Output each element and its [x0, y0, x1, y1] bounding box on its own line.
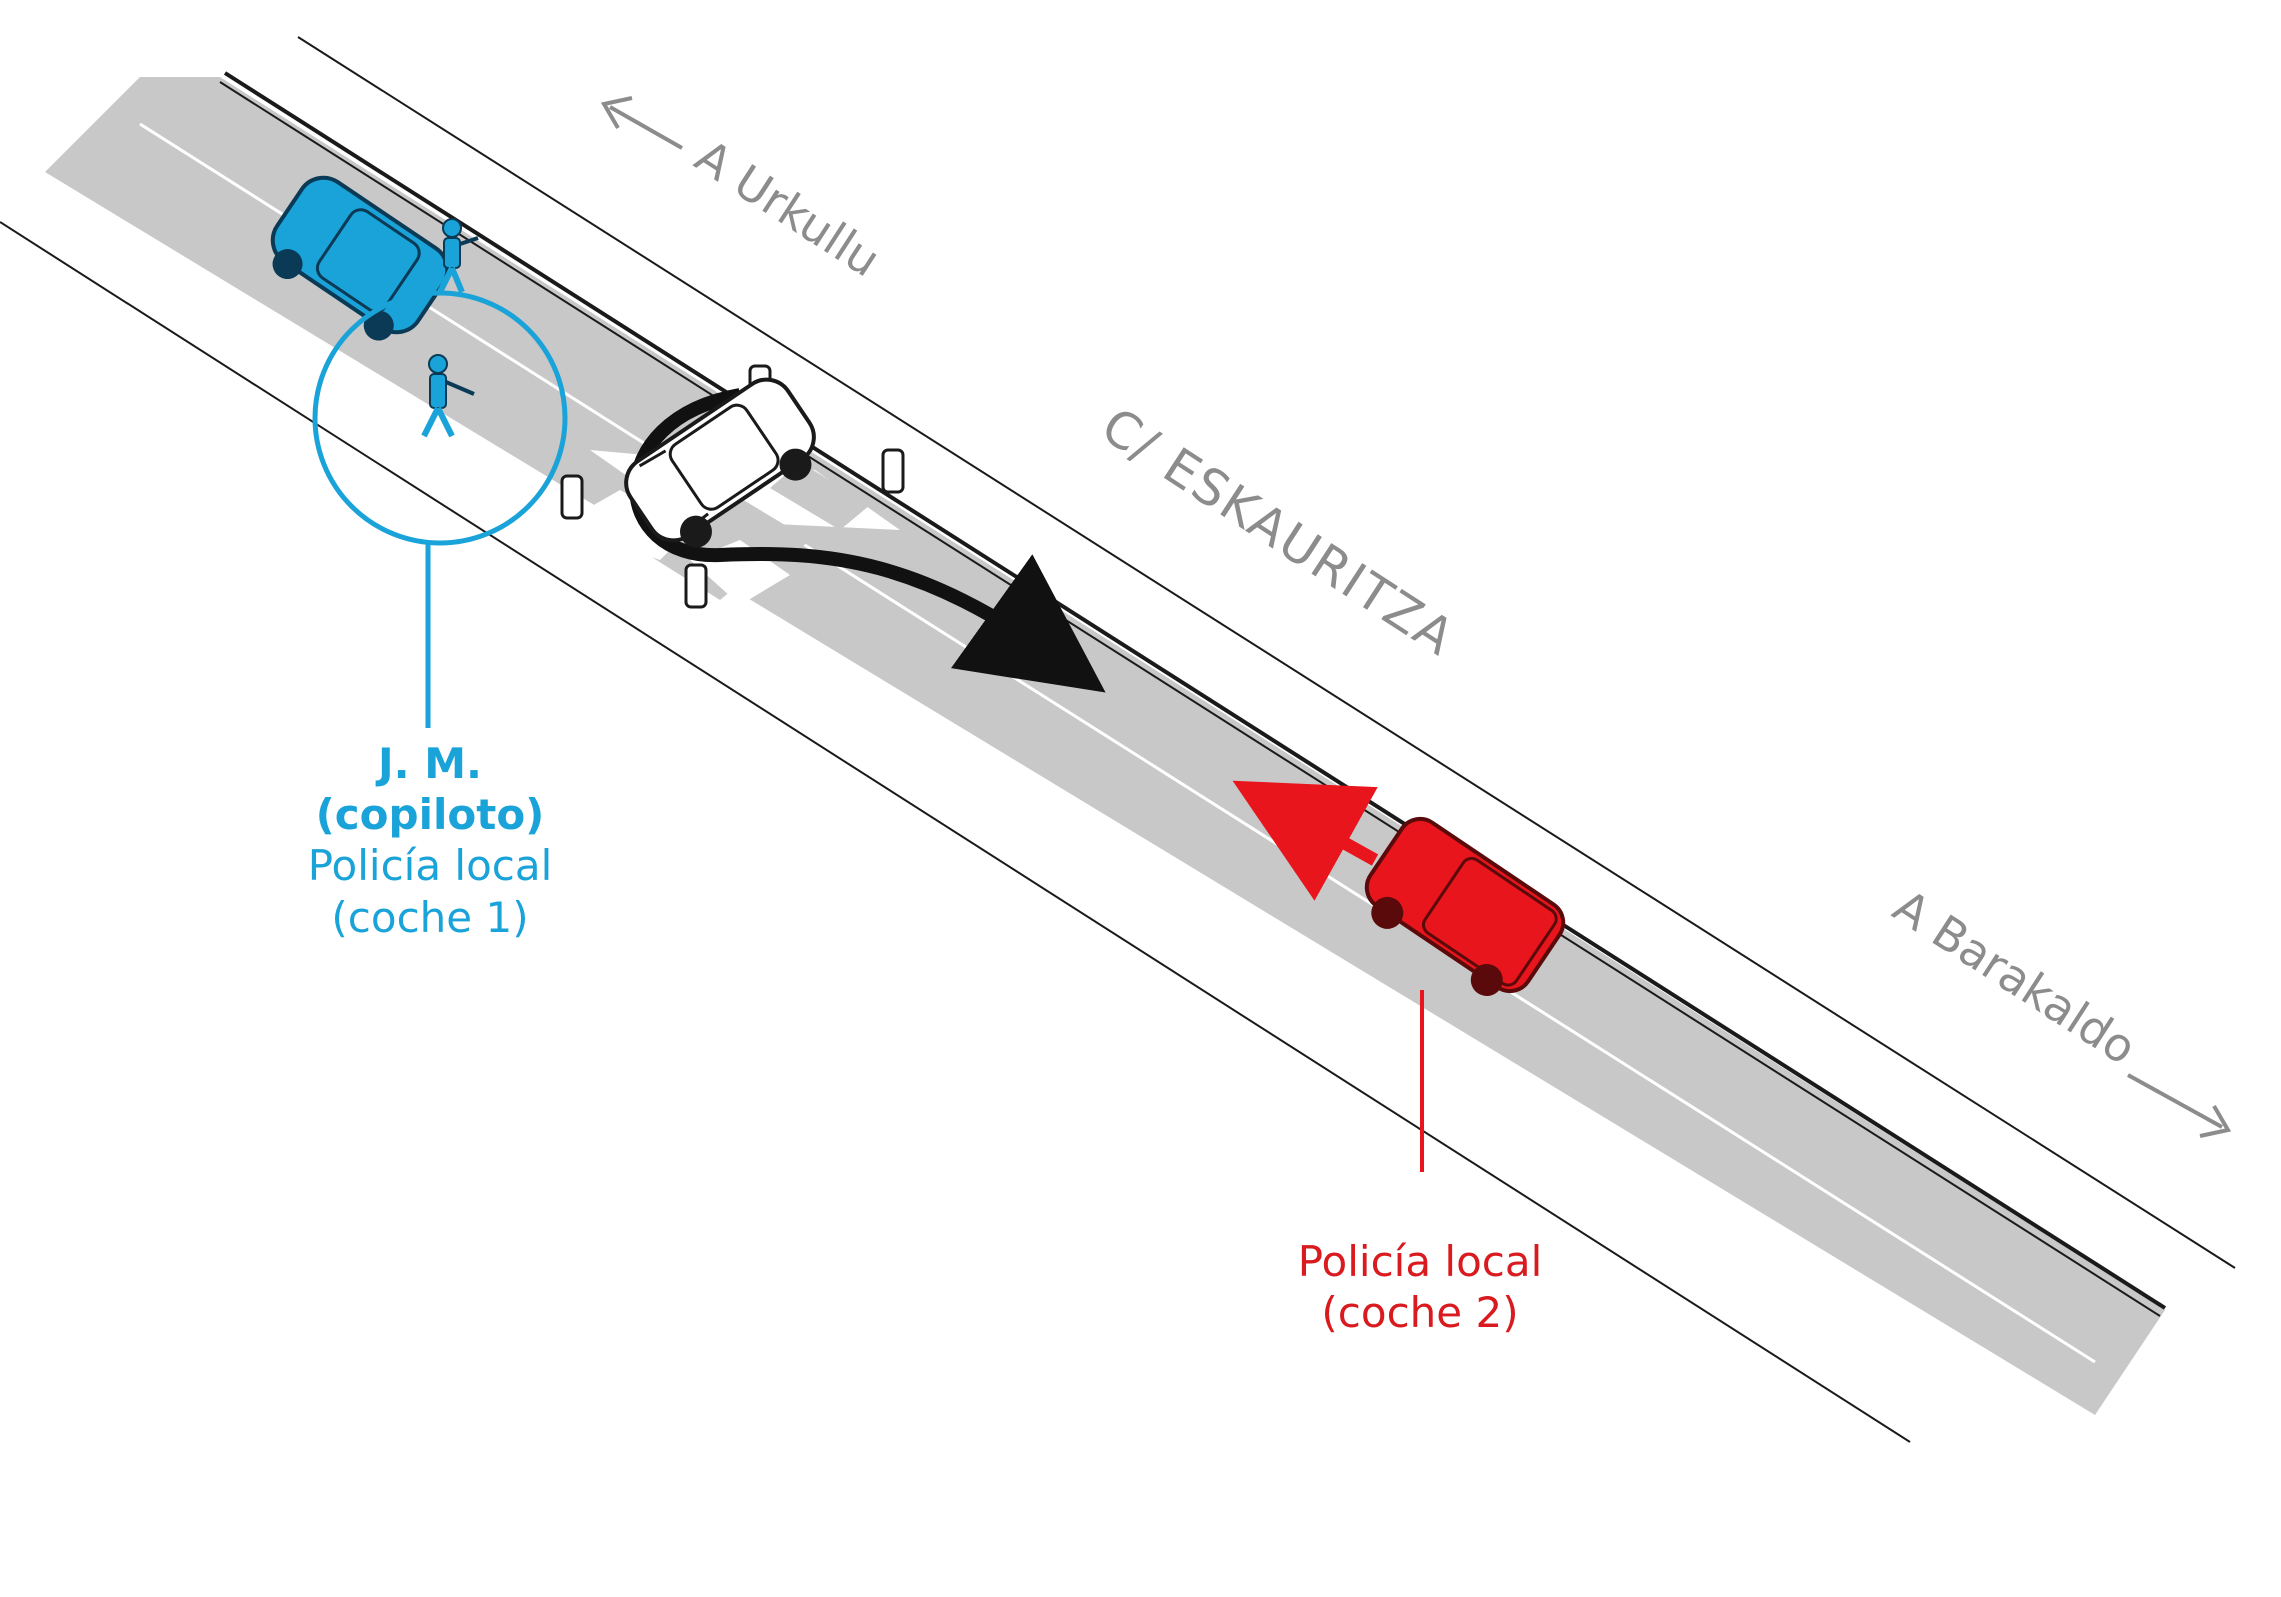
direction-right-label: A Barakaldo	[1884, 879, 2146, 1075]
police-officer-icon	[437, 218, 479, 294]
road-surface	[45, 77, 2165, 1415]
arrow-left-icon	[609, 105, 683, 150]
red-label: Policía local (coche 2)	[1170, 1236, 1670, 1338]
arrow-left-head	[600, 96, 633, 130]
sidewalk-line-bottom	[0, 221, 1911, 1443]
white-car-icon	[624, 377, 816, 548]
road-edge-top-inner	[219, 81, 2161, 1317]
blue-label-name: J. M.	[378, 739, 482, 788]
road-edge-top	[223, 71, 2167, 1310]
blue-label-role: (copiloto)	[315, 790, 545, 840]
arrow-right-head	[2199, 1104, 2232, 1138]
red-label-unit: Policía local	[1297, 1237, 1543, 1286]
sidewalk-line-top	[297, 36, 2236, 1269]
blue-label-unit: Policía local	[307, 841, 553, 891]
blue-label: J. M. (copiloto) Policía local (coche 1)	[180, 738, 680, 943]
arrow-right-icon	[2127, 1073, 2223, 1129]
red-label-vehicle: (coche 2)	[1321, 1288, 1519, 1338]
lane-line	[139, 122, 2096, 1364]
car-trajectory-arrow	[629, 388, 1106, 693]
street-name: C/ ESKAURITZA	[1091, 396, 1465, 667]
red-direction-arrow	[1232, 780, 1379, 901]
police-car-2-icon	[1364, 816, 1566, 997]
direction-left-label: A Urkullu	[686, 129, 890, 287]
police-car-1-icon	[270, 175, 450, 341]
highlight-circle	[312, 290, 568, 546]
police-officer-icon	[421, 354, 475, 438]
blue-label-vehicle: (coche 1)	[331, 892, 529, 942]
